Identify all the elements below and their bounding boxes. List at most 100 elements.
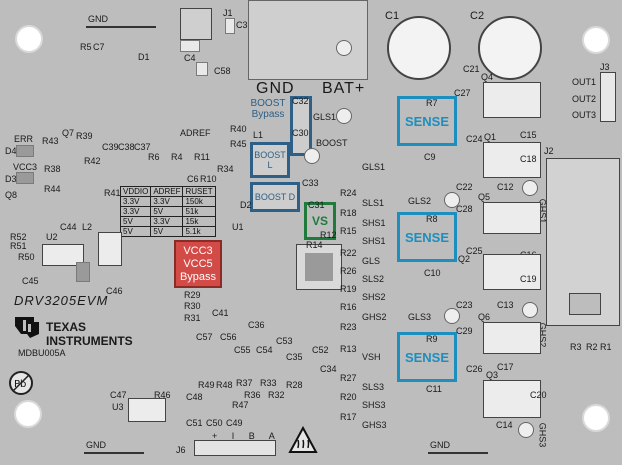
refdes-c26: C26 — [466, 364, 483, 374]
refdes-u3: U3 — [112, 402, 124, 412]
refdes-q5: Q5 — [478, 192, 491, 202]
refdes-c10: C10 — [424, 268, 441, 278]
refdes-c24: C24 — [466, 134, 483, 144]
fuse-config-table: VDDIO ADREF RUSET 3.3V 3.3V 150k 3.3V 5V… — [119, 186, 216, 237]
refdes-c55: C55 — [234, 345, 251, 355]
capacitor-c1 — [387, 16, 451, 80]
label-shs2: SHS2 — [362, 292, 386, 302]
refdes-c51: C51 — [186, 418, 203, 428]
refdes-c34: C34 — [320, 364, 337, 374]
refdes-r18: R18 — [340, 208, 357, 218]
label-vcc3: VCC3 — [13, 162, 38, 172]
refdes-c53: C53 — [276, 336, 293, 346]
motor-connector-j2 — [546, 158, 620, 326]
refdes-r49: R49 — [198, 380, 215, 390]
table-cell: 5V — [150, 206, 184, 217]
fuse-header-ruset: RUSET — [182, 186, 216, 197]
refdes-r13: R13 — [340, 344, 357, 354]
refdes-r10: R10 — [200, 174, 217, 184]
refdes-j1: J1 — [223, 8, 233, 18]
mosfet-q1 — [483, 142, 541, 178]
table-row: 3.3V 5V 51k — [119, 206, 216, 217]
label-ghs2: GHS2 — [362, 312, 387, 322]
refdes-r46: R46 — [154, 390, 171, 400]
refdes-c56: C56 — [220, 332, 237, 342]
label-sls3: SLS3 — [362, 382, 385, 392]
refdes-r20: R20 — [340, 392, 357, 402]
refdes-c37: C37 — [134, 142, 151, 152]
refdes-c46: C46 — [106, 286, 123, 296]
refdes-r1: R1 — [600, 342, 612, 352]
chip-j1-small — [180, 8, 212, 40]
table-cell: 150k — [182, 196, 216, 207]
refdes-c58: C58 — [214, 66, 231, 76]
refdes-c30: C30 — [292, 128, 309, 138]
table-cell: 3.3V — [119, 196, 152, 207]
table-cell: 3.3V — [150, 216, 184, 227]
refdes-q3: Q3 — [486, 370, 499, 380]
refdes-r11: R11 — [194, 152, 210, 162]
refdes-c47: C47 — [110, 390, 127, 400]
label-vsh: VSH — [362, 352, 381, 362]
power-gnd-label: GND — [256, 80, 295, 97]
label-ghs3-right: GHS3 — [537, 422, 548, 448]
refdes-c28: C28 — [456, 204, 473, 214]
refdes-j3: J3 — [600, 62, 610, 72]
refdes-c9: C9 — [424, 152, 436, 162]
refdes-d4: D4 — [5, 146, 17, 156]
refdes-d3: D3 — [5, 174, 17, 184]
label-sls1: SLS1 — [362, 198, 385, 208]
sense-resistor-1: SENSE — [397, 96, 457, 146]
refdes-d1: D1 — [138, 52, 150, 62]
ic-u1 — [296, 244, 342, 290]
refdes-r44: R44 — [44, 184, 61, 194]
refdes-c39: C39 — [102, 142, 119, 152]
refdes-r26: R26 — [340, 266, 357, 276]
refdes-c33: C33 — [302, 178, 319, 188]
refdes-q2: Q2 — [458, 254, 471, 264]
pad-c4 — [180, 40, 200, 52]
refdes-l2: L2 — [82, 222, 93, 232]
refdes-c25: C25 — [466, 246, 483, 256]
diode-d5 — [76, 262, 90, 282]
mosfet-q2 — [483, 254, 541, 290]
refdes-c31: C31 — [308, 200, 325, 210]
comm-connector-j6 — [194, 440, 276, 456]
pad-c58 — [196, 62, 208, 76]
refdes-c27: C27 — [454, 88, 471, 98]
refdes-c18: C18 — [520, 154, 537, 164]
bottom-gnd-left: GND — [86, 440, 106, 450]
test-point-ghs3 — [518, 422, 534, 438]
label-ghs3: GHS3 — [362, 420, 387, 430]
refdes-c19: C19 — [520, 274, 537, 284]
refdes-r14: R14 — [306, 240, 323, 250]
refdes-r5: R5 — [80, 42, 92, 52]
refdes-j2: J2 — [544, 146, 554, 156]
table-row: 3.3V 3.3V 150k — [119, 196, 216, 207]
boost-inductor-box: BOOST L — [250, 142, 290, 178]
refdes-c15: C15 — [520, 130, 537, 140]
pb-free-icon: Pb — [9, 371, 33, 395]
refdes-u1: U1 — [232, 222, 244, 232]
refdes-c50: C50 — [206, 418, 223, 428]
refdes-c29: C29 — [456, 326, 473, 336]
table-cell: 5.1k — [182, 226, 216, 237]
refdes-r52: R52 — [10, 232, 27, 242]
refdes-r15: R15 — [340, 226, 357, 236]
refdes-c38: C38 — [118, 142, 135, 152]
refdes-q8: Q8 — [5, 190, 18, 200]
refdes-r34: R34 — [217, 164, 234, 174]
test-point-boost — [304, 148, 320, 164]
refdes-r6: R6 — [148, 152, 160, 162]
refdes-c21: C21 — [463, 64, 480, 74]
refdes-c1: C1 — [385, 10, 400, 22]
label-out2: OUT2 — [572, 94, 597, 104]
refdes-r17: R17 — [340, 412, 357, 422]
table-row: 5V 3.3V 15k — [119, 216, 216, 227]
refdes-c52: C52 — [312, 345, 329, 355]
test-point-ghs2 — [522, 302, 538, 318]
mosfet-q5 — [483, 202, 541, 234]
refdes-r16: R16 — [340, 302, 357, 312]
test-point-gls3 — [444, 308, 460, 324]
